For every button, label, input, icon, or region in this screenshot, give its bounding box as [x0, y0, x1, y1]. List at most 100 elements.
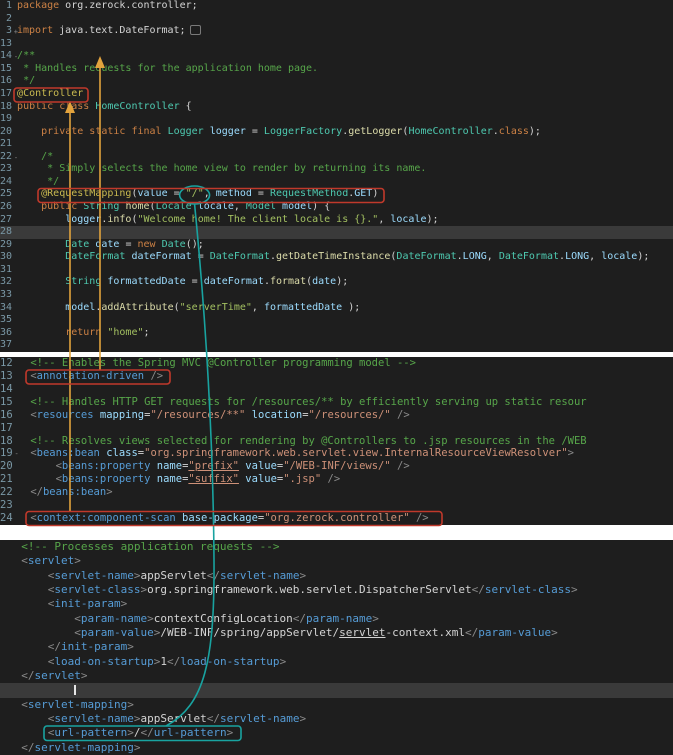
code-token: LoggerFactory — [263, 125, 343, 137]
code-line[interactable]: 29 Date date = new Date(); — [0, 239, 673, 252]
code-line[interactable]: 15 <!-- Handles HTTP GET requests for /r… — [0, 396, 673, 409]
code-line[interactable]: <!-- Processes application requests --> — [0, 540, 673, 554]
fold-marker-icon[interactable]: - — [13, 153, 19, 162]
code-token: ( — [402, 125, 409, 137]
code-token: logger — [65, 213, 102, 225]
code-line[interactable]: 32 String formattedDate = dateFormat.for… — [0, 276, 673, 289]
code-token: </ — [21, 740, 35, 754]
line-number: 1 — [5, 0, 12, 11]
fold-marker-icon[interactable]: - — [13, 53, 19, 62]
code-line[interactable]: 21 — [0, 138, 673, 151]
line-number: 24 — [0, 175, 13, 187]
code-token: servlet — [339, 625, 386, 639]
code-token: /> — [397, 408, 410, 421]
code-token: beans:property — [61, 460, 151, 473]
code-token: getDateTimeInstance — [276, 251, 391, 263]
code-token: servlet-mapping — [34, 740, 134, 754]
code-line[interactable]: <url-pattern>/</url-pattern> — [0, 726, 673, 740]
code-token: locale — [601, 251, 638, 263]
fold-marker-icon[interactable]: - — [14, 450, 19, 459]
code-line[interactable]: <servlet-name>appServlet</servlet-name> — [0, 569, 673, 583]
code-line[interactable]: 19- <beans:bean class="org.springframewo… — [0, 447, 673, 460]
code-line[interactable]: 26 public String home(Locale locale, Mod… — [0, 201, 673, 214]
code-line[interactable]: 37 — [0, 339, 673, 352]
code-line[interactable]: 23 * Simply selects the home view to ren… — [0, 163, 673, 176]
code-line[interactable]: 24 <context:component-scan base-package=… — [0, 512, 673, 525]
code-token: beans:bean — [42, 486, 107, 499]
code-line[interactable]: 3+import java.text.DateFormat; — [0, 25, 673, 38]
line-number: 16 — [0, 75, 13, 87]
code-line[interactable]: 18 <!-- Resolves views selected for rend… — [0, 435, 673, 448]
code-line[interactable]: 15 * Handles requests for the applicatio… — [0, 63, 673, 76]
editor-panel-web-xml[interactable]: <!-- Processes application requests --> … — [0, 540, 673, 755]
code-token — [8, 683, 74, 696]
code-line[interactable]: 16 <resources mapping="/resources/**" lo… — [0, 409, 673, 422]
code-token: base-package — [182, 512, 258, 525]
code-token — [8, 626, 74, 639]
code-token — [17, 327, 65, 338]
code-line[interactable]: 19 — [0, 113, 673, 126]
code-line[interactable]: <load-on-startup>1</load-on-startup> — [0, 655, 673, 669]
code-token: ); — [336, 276, 349, 288]
fold-marker-icon[interactable]: + — [13, 28, 18, 37]
code-line[interactable]: 22 </beans:bean> — [0, 486, 673, 499]
line-number: 22- — [0, 151, 19, 164]
code-token: > — [120, 597, 128, 611]
code-line[interactable]: 22- /* — [0, 151, 673, 164]
code-line[interactable]: 23 — [0, 499, 673, 512]
code-line[interactable]: 20 <beans:property name="prefix" value="… — [0, 460, 673, 473]
code-token — [18, 396, 31, 408]
code-line[interactable]: 13 <annotation-driven /> — [0, 370, 673, 383]
code-line[interactable]: <param-name>contextConfigLocation</param… — [0, 612, 673, 626]
code-token: > — [133, 740, 141, 754]
code-line[interactable]: 13 — [0, 38, 673, 51]
code-line[interactable]: 33 — [0, 289, 673, 302]
code-token: context:component-scan — [36, 512, 176, 525]
code-line[interactable]: 30 DateFormat dateFormat = DateFormat.ge… — [0, 251, 673, 264]
code-line[interactable]: 16 */ — [0, 75, 673, 88]
code-line[interactable]: <servlet-mapping> — [0, 698, 673, 712]
code-line[interactable]: 21 <beans:property name="suffix" value="… — [0, 473, 673, 486]
code-token: </ — [206, 711, 220, 725]
code-line[interactable]: 25 @RequestMapping(value = "/", method =… — [0, 188, 673, 201]
code-line[interactable]: 14 — [0, 383, 673, 396]
code-line[interactable] — [0, 683, 673, 698]
code-line[interactable]: 34 model.addAttribute("serverTime", form… — [0, 302, 673, 315]
line-number: 18 — [0, 100, 13, 112]
code-line[interactable]: 28 — [0, 226, 673, 239]
code-line[interactable]: 36 return "home"; — [0, 327, 673, 340]
editor-panel-servlet-context-xml[interactable]: 12 <!-- Enables the Spring MVC @Controll… — [0, 357, 673, 525]
code-line[interactable]: 17@Controller — [0, 88, 673, 101]
code-line[interactable]: 14-/** — [0, 50, 673, 63]
code-token: "Welcome home! The client locale is {}." — [137, 213, 379, 225]
code-line[interactable]: <servlet-class>org.springframework.web.s… — [0, 583, 673, 597]
code-line[interactable]: 17 — [0, 422, 673, 435]
code-token: ( — [131, 213, 138, 225]
code-line[interactable]: 12 <!-- Enables the Spring MVC @Controll… — [0, 357, 673, 370]
code-line[interactable]: 20 private static final Logger logger = … — [0, 126, 673, 139]
code-token: ( — [390, 251, 397, 263]
code-line[interactable]: 31 — [0, 264, 673, 277]
code-line[interactable]: <init-param> — [0, 597, 673, 611]
code-token: <!-- Resolves views selected for renderi… — [30, 434, 587, 447]
code-line[interactable]: 24 */ — [0, 176, 673, 189]
code-line[interactable]: </init-param> — [0, 640, 673, 654]
code-line[interactable]: 27 logger.info("Welcome home! The client… — [0, 214, 673, 227]
code-line[interactable]: </servlet-mapping> — [0, 741, 673, 755]
code-token: package — [17, 0, 60, 11]
code-line[interactable]: <param-value>/WEB-INF/spring/appServlet/… — [0, 626, 673, 640]
code-token: </ — [471, 582, 485, 596]
code-token: String — [65, 276, 102, 288]
line-number: 20 — [0, 125, 13, 137]
code-line[interactable]: <servlet> — [0, 554, 673, 568]
code-line[interactable]: <servlet-name>appServlet</servlet-name> — [0, 712, 673, 726]
code-token: dateFormat — [131, 251, 192, 263]
code-token: /** — [17, 50, 36, 62]
code-line[interactable]: 35 — [0, 314, 673, 327]
line-number: 15 — [0, 395, 13, 408]
code-line[interactable]: </servlet> — [0, 669, 673, 683]
code-line[interactable]: 2 — [0, 13, 673, 26]
